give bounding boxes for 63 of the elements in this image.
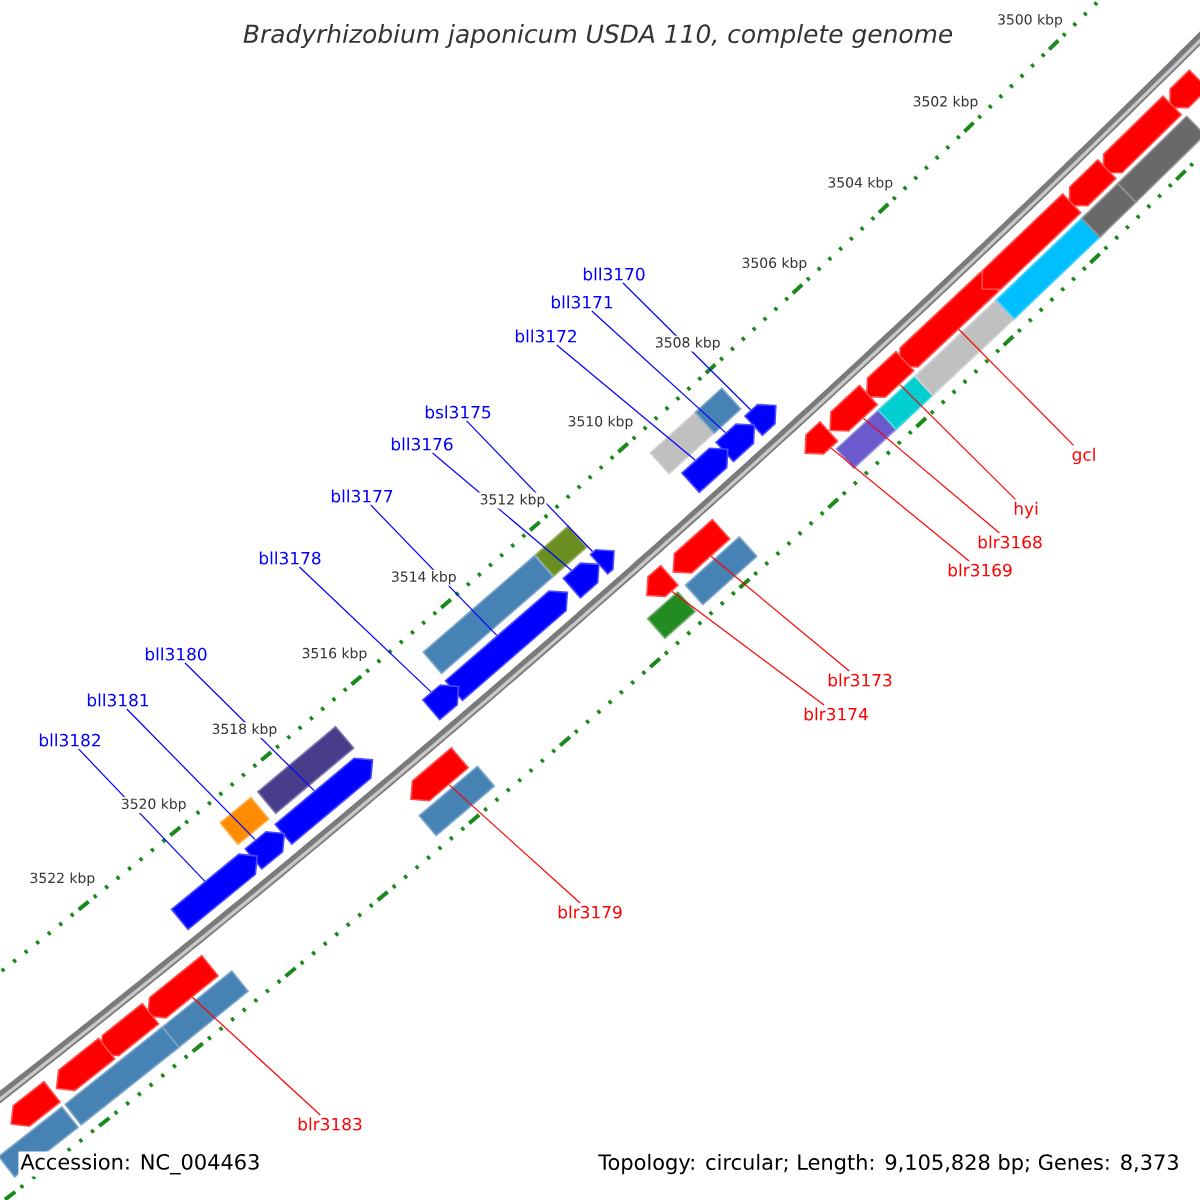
gene-label: bll3178 <box>259 551 321 565</box>
gene-label: blr3183 <box>298 1117 362 1131</box>
leader-line <box>862 417 1000 534</box>
gene-feature <box>55 1037 116 1092</box>
gene-feature <box>714 423 756 463</box>
leader-line <box>622 282 752 411</box>
gene-label: bll3181 <box>87 693 149 707</box>
leader-line <box>77 748 206 882</box>
gene-label: bll3180 <box>145 647 207 661</box>
gene-feature <box>680 447 729 494</box>
leader-line <box>958 328 1075 446</box>
gene-feature <box>672 518 731 574</box>
gene-feature <box>146 954 220 1019</box>
gene-feature <box>589 549 615 576</box>
gene-feature <box>99 1002 160 1057</box>
gene-label: blr3174 <box>804 707 868 721</box>
gene-label: bll3172 <box>515 329 576 343</box>
leader-line <box>448 784 581 904</box>
leader-line <box>126 708 256 841</box>
leader-line <box>710 555 850 672</box>
gene-label: blr3173 <box>828 673 892 687</box>
gene-feature <box>444 590 569 702</box>
gene-feature <box>646 564 680 598</box>
gene-label: blr3169 <box>948 563 1012 577</box>
gene-feature <box>562 562 600 600</box>
leader-line <box>556 344 696 461</box>
gene-label: bsl3175 <box>425 405 491 419</box>
genome-stats-text: Topology: circular; Length: 9,105,828 bp; Genes: 8,373 <box>598 1153 1178 1175</box>
leader-line <box>191 996 321 1116</box>
gene-label: bll3176 <box>391 437 453 451</box>
leader-line <box>184 662 315 792</box>
gene-feature <box>829 384 879 432</box>
gene-feature <box>421 684 460 721</box>
leader-line <box>591 310 727 434</box>
leader-line <box>671 590 825 706</box>
gene-feature <box>898 270 1000 368</box>
gene-feature <box>410 746 470 802</box>
leader-line <box>466 420 594 553</box>
gene-feature <box>10 1080 62 1128</box>
gene-feature <box>743 403 777 437</box>
leader-line <box>899 383 1016 500</box>
gene-label: blr3179 <box>558 905 622 919</box>
accession-text: Accession: NC_004463 <box>18 1151 263 1177</box>
gene-feature <box>1169 69 1200 109</box>
gene-label: gcl <box>1072 447 1095 465</box>
gene-feature <box>804 420 839 455</box>
gene-label: bll3170 <box>583 267 645 281</box>
gene-feature <box>1068 158 1117 207</box>
leader-line <box>370 504 498 636</box>
leader-line <box>830 447 970 562</box>
map-title: Bradyrhizobium japonicum USDA 110, complete genome <box>243 23 953 49</box>
gene-label: blr3168 <box>978 535 1042 549</box>
gene-feature <box>865 350 915 399</box>
leader-line <box>298 566 432 693</box>
gene-label: bll3177 <box>331 489 393 503</box>
gene-label: bll3182 <box>39 733 100 747</box>
gene-feature <box>244 830 286 871</box>
gene-feature <box>1102 95 1183 174</box>
gene-feature <box>274 757 374 846</box>
gene-label: bll3171 <box>551 295 613 309</box>
gene-feature <box>981 192 1082 291</box>
gene-label: hyi <box>1014 501 1038 519</box>
leader-line <box>432 452 572 571</box>
